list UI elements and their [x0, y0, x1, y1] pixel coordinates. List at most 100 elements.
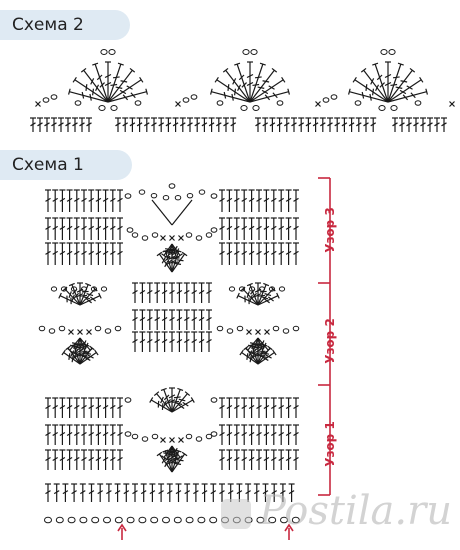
stitch-tr: [249, 91, 289, 103]
stitch-tr-top: [181, 251, 188, 257]
stitch-dc-bar: [227, 490, 234, 495]
stitch-tr: [171, 393, 188, 413]
stitch-ch: [174, 195, 182, 201]
stitch-dc-bar: [262, 490, 269, 495]
stitch-dc-bar: [161, 338, 168, 344]
stitch-tr-bar: [379, 82, 385, 88]
stitch-tr-bar: [251, 348, 257, 355]
stitch-dc-bar: [263, 404, 270, 410]
stitch-tr-bar: [246, 291, 250, 298]
stitch-tr-top: [248, 343, 255, 347]
stitch-ch: [151, 232, 159, 238]
stitch-ch: [276, 100, 284, 106]
stitch-dc-bar: [146, 338, 153, 344]
stitch-ch: [50, 286, 58, 292]
stitch-dc-bar: [293, 250, 299, 255]
stitch-dc-bar: [215, 122, 222, 127]
pattern-1-label: Узор 1: [323, 421, 337, 467]
stitch-dc-bar: [226, 225, 233, 230]
stitch-ch-foundation: [114, 516, 123, 524]
stitch-tr-bar: [254, 352, 262, 358]
stitch-dc-bar: [241, 456, 248, 462]
stitch-tr: [158, 453, 173, 473]
stitch-dc-bar: [293, 456, 299, 462]
stitch-ch: [80, 286, 88, 292]
stitch-tr-top: [83, 343, 90, 347]
stitch-tr: [107, 63, 122, 103]
stitch-tr-top: [149, 397, 154, 403]
stitch-tr: [171, 199, 193, 226]
stitch-ch: [151, 433, 159, 440]
stitch-dc-bar: [183, 316, 190, 322]
stitch-tr-bar: [81, 290, 89, 293]
stitch-dc-bar: [146, 316, 153, 322]
stitch-ch: [268, 286, 276, 292]
stitch-ch: [182, 97, 190, 103]
stitch-ch: [216, 325, 224, 332]
stitch-tr-top: [271, 67, 278, 73]
stitch-ch: [110, 105, 118, 111]
stitch-dc-bar: [95, 404, 102, 410]
stitch-tr: [79, 288, 96, 306]
stitch-tr-bar: [84, 352, 92, 355]
stitch-dc-bar: [169, 289, 175, 295]
stitch-tr: [242, 288, 259, 306]
stitch-dc-bar: [123, 490, 130, 495]
stitch-dc-bar: [285, 404, 292, 410]
stitch-tr-bar: [92, 88, 95, 96]
stitch-tr-top: [61, 349, 66, 356]
stitch-tr-bar: [173, 245, 178, 253]
stitch-dc-bar: [66, 225, 73, 230]
stitch-dc-bar: [88, 197, 95, 202]
stitch-tr-top: [281, 76, 286, 83]
stitch-tr: [107, 69, 133, 103]
stitch-dc-bar: [183, 289, 190, 295]
stitch-tr-top: [58, 292, 62, 299]
stitch-ch: [388, 49, 396, 55]
stitch-tr-bar: [163, 394, 170, 401]
stitch-dc-bar: [191, 316, 198, 322]
stitch-dc-bar: [219, 197, 225, 202]
stitch-tr-bar: [400, 80, 408, 83]
stitch-ch: [108, 49, 116, 55]
stitch-ch: [205, 232, 213, 238]
scheme-1-header: Схема 1: [0, 150, 132, 180]
stitch-tr-bar: [172, 457, 180, 460]
stitch-dc-bar: [140, 490, 147, 495]
stitch-tr-bar: [257, 354, 265, 357]
stitch-tr-top: [162, 449, 169, 453]
stitch-tr-bar: [369, 93, 372, 101]
stitch-dc-bar: [262, 122, 269, 127]
stitch-dc-bar: [248, 197, 255, 202]
stitch-tr-bar: [259, 355, 267, 358]
stitch-dc-bar: [210, 490, 217, 495]
stitch-tr: [249, 284, 259, 306]
stitch-ch: [226, 328, 234, 334]
stitch-tr: [171, 243, 177, 258]
stitch-dc-bar: [154, 289, 161, 295]
stitch-tr-bar: [79, 354, 87, 357]
stitch-tr-bar: [232, 78, 237, 85]
stitch-ch: [126, 227, 134, 233]
stitch-dc-bar: [45, 225, 51, 230]
stitch-tr-bar: [260, 340, 265, 347]
stitch-tr: [94, 63, 109, 103]
stitch-tr-bar: [246, 81, 254, 87]
stitch-tr-top: [70, 343, 77, 347]
stitch-tr-bar: [68, 353, 71, 360]
stitch-tr-bar: [161, 457, 166, 464]
stitch-tr: [257, 295, 279, 306]
stitch-ch: [124, 431, 132, 437]
stitch-dc-bar: [276, 122, 283, 127]
stitch-dc-bar: [198, 338, 205, 344]
stitch-dc-bar: [183, 338, 190, 344]
stitch-dc-bar: [427, 122, 433, 127]
stitch-dc-bar: [102, 404, 109, 410]
stitch-dc-bar: [136, 122, 143, 127]
stitch-tr-bar: [365, 84, 368, 91]
stitch-tr-bar: [390, 83, 398, 87]
stitch-tr: [171, 399, 194, 413]
stitch-dc-bar: [399, 122, 405, 127]
stitch-ch-foundation: [185, 516, 194, 524]
stitch-dc-bar: [175, 490, 182, 495]
